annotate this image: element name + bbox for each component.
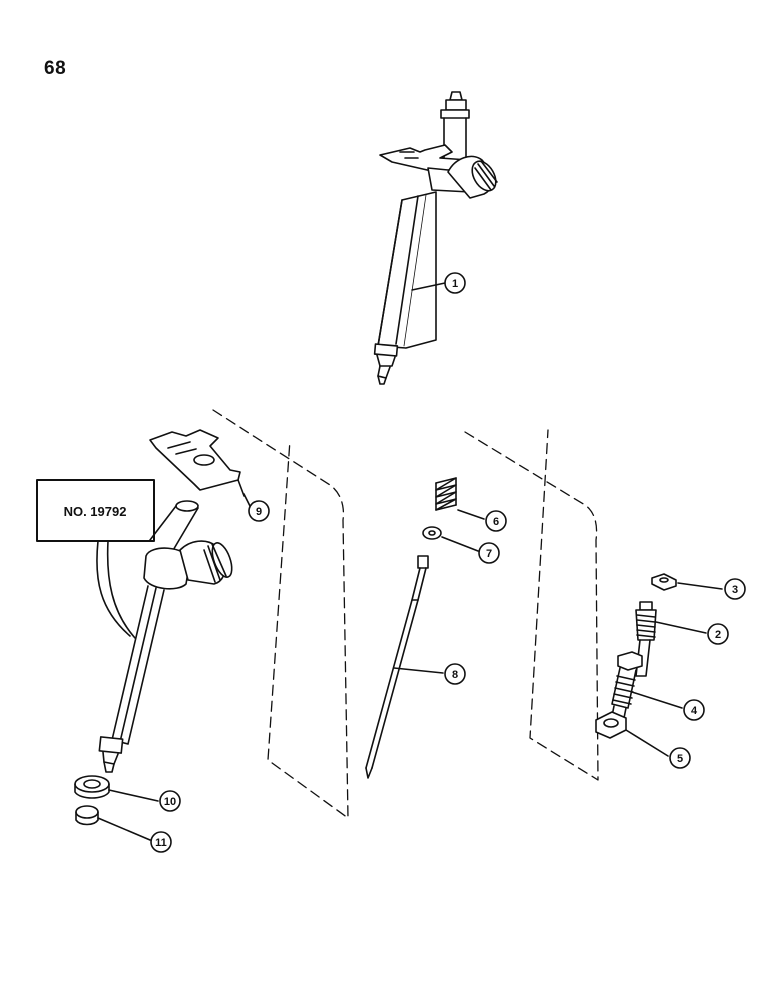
dashed-group-left — [212, 409, 349, 819]
part-2-adjusting-screw — [635, 601, 707, 677]
callout-3-label: 3 — [732, 584, 738, 596]
callout-3-circle — [724, 578, 746, 600]
callout-8-label: 8 — [452, 669, 458, 681]
part-4-valve-body — [611, 651, 683, 719]
left-injector-assembly — [98, 500, 233, 773]
callout-6-label: 6 — [493, 516, 499, 528]
callout-11-label: 11 — [155, 837, 167, 849]
part-3-nut — [651, 573, 723, 591]
part-10-washer — [74, 775, 159, 802]
part-9-clamp-plate — [149, 429, 251, 507]
callout-5-circle — [669, 747, 691, 769]
callout-circles — [150, 272, 746, 853]
callout-9-label: 9 — [256, 506, 262, 518]
callout-11-circle — [150, 831, 172, 853]
callout-2-label: 2 — [715, 629, 721, 641]
callout-6-circle — [485, 510, 507, 532]
part-1-injector-assembly — [373, 91, 498, 385]
part-7-washer — [422, 526, 479, 552]
part-8-push-rod — [365, 555, 444, 779]
part-11-seal — [75, 805, 151, 841]
callout-1-circle — [444, 272, 466, 294]
callout-5-label: 5 — [677, 753, 683, 765]
reference-box-group — [36, 479, 155, 639]
callout-7-circle — [478, 542, 500, 564]
part-5-locknut — [595, 711, 669, 757]
callout-10-label: 10 — [164, 796, 176, 808]
callout-2-circle — [707, 623, 729, 645]
callout-4-circle — [683, 699, 705, 721]
dashed-group-middle — [464, 429, 599, 781]
callout-4-label: 4 — [691, 705, 698, 717]
callout-10-circle — [159, 790, 181, 812]
reference-box-label: NO. 19792 — [64, 504, 127, 519]
callout-1-label: 1 — [452, 278, 458, 290]
callout-9-circle — [248, 500, 270, 522]
callout-8-circle — [444, 663, 466, 685]
part-6-spring — [435, 477, 485, 520]
callout-7-label: 7 — [486, 548, 492, 560]
page-number: 68 — [44, 58, 67, 79]
